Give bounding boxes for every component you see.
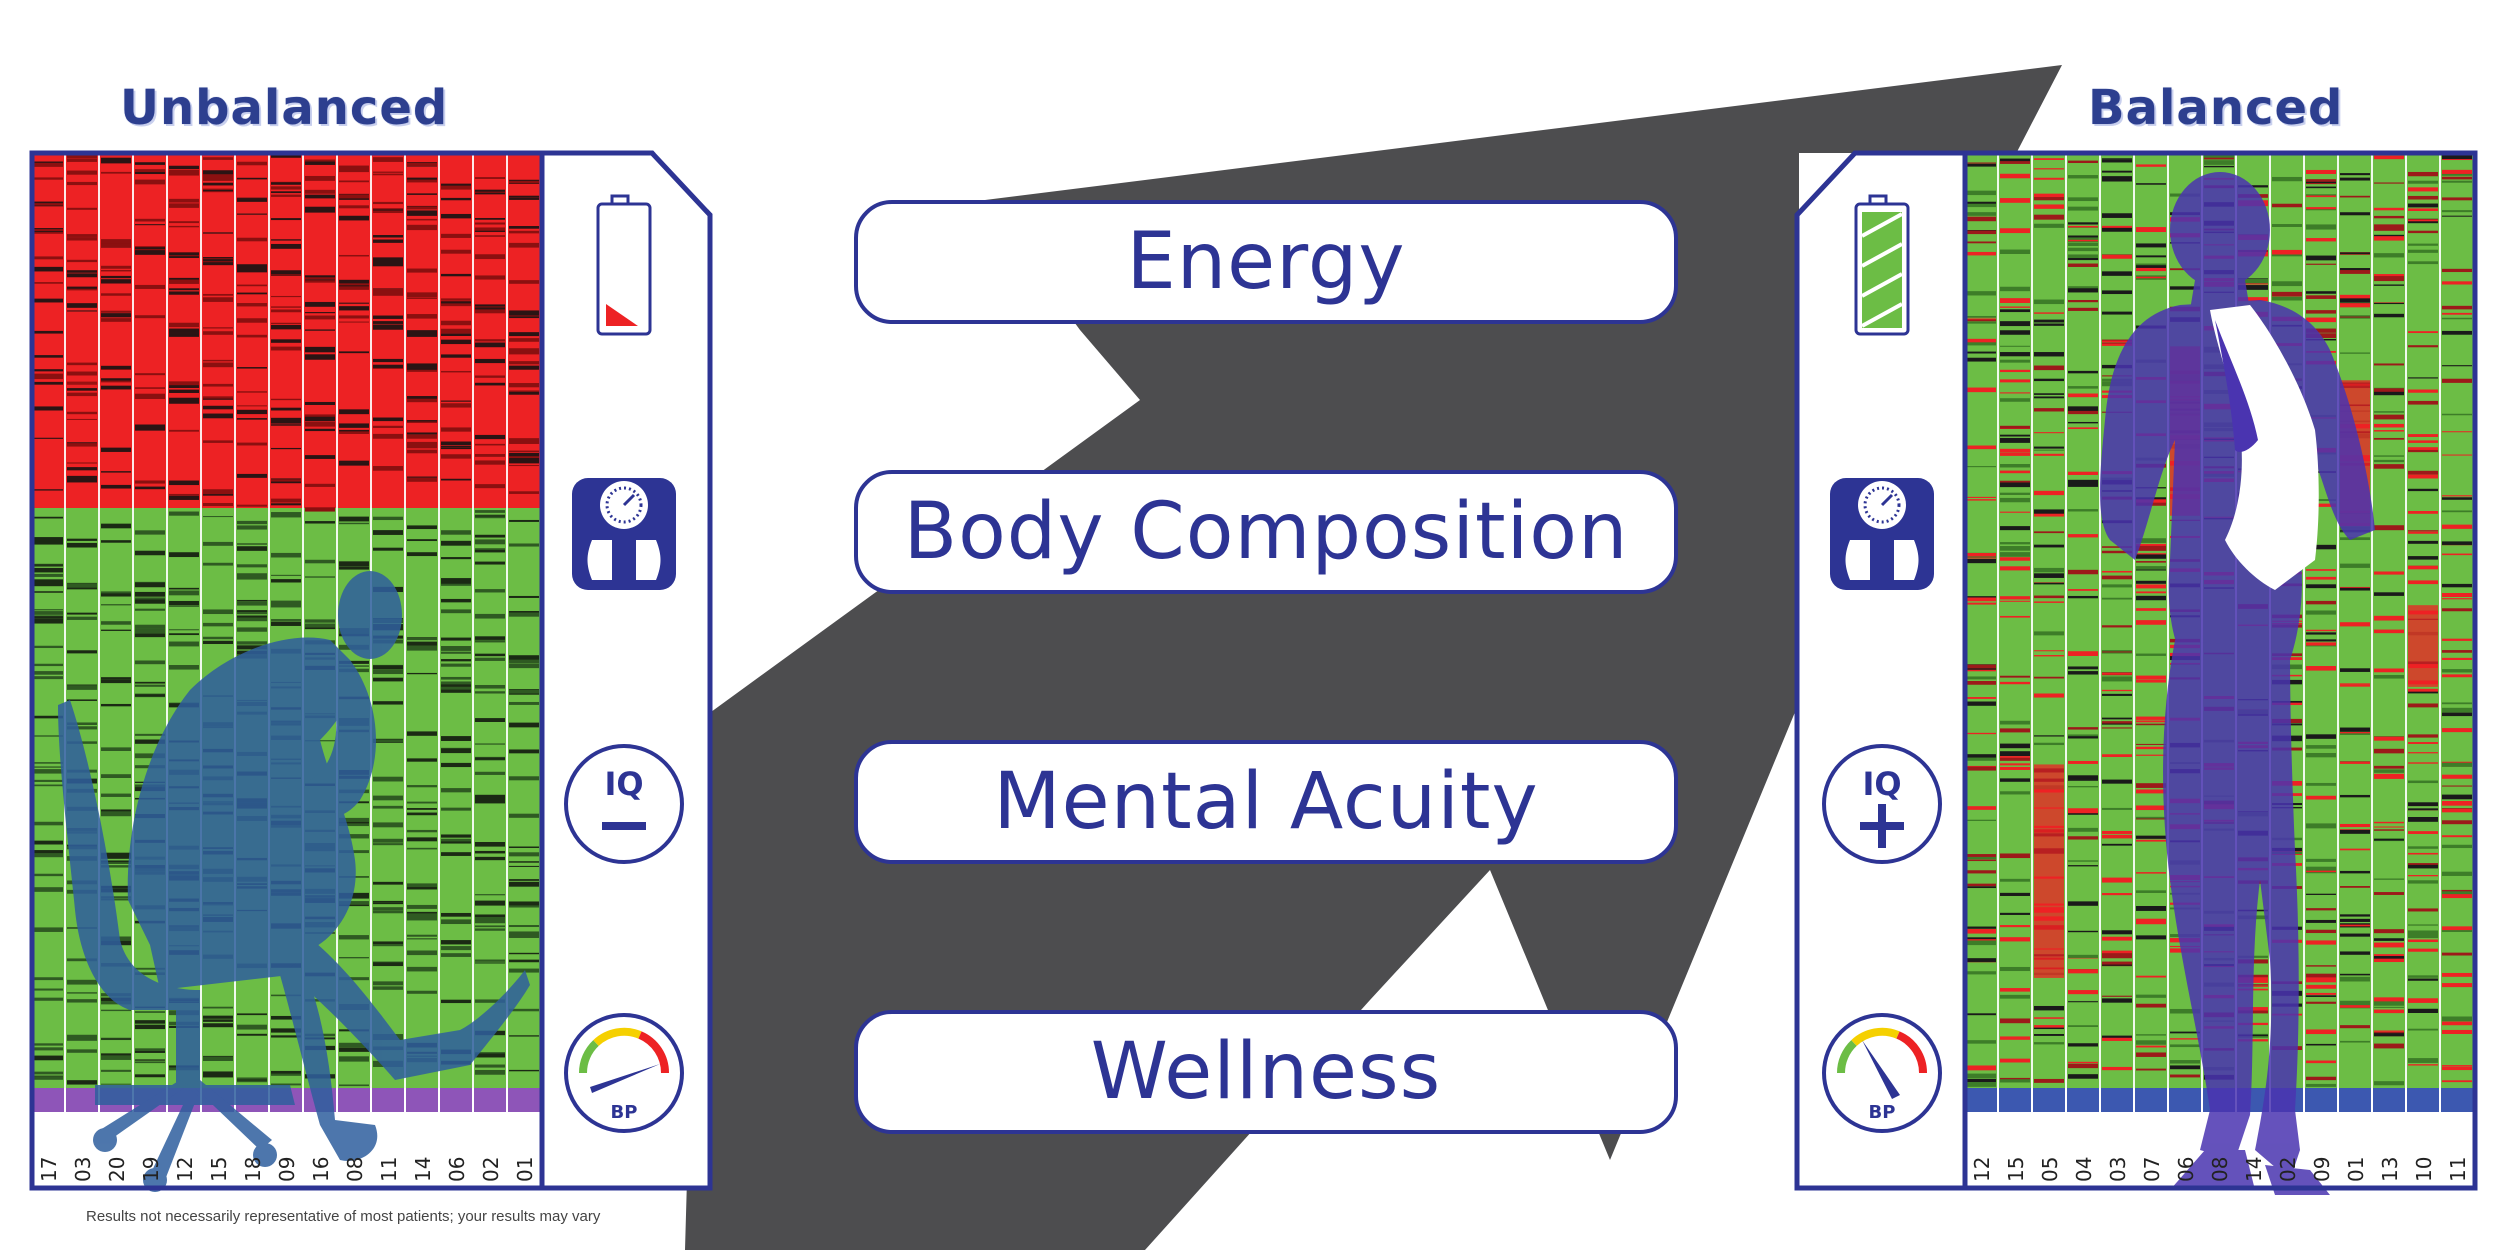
sample-label: 16: [309, 1157, 333, 1182]
unbalanced-title: Unbalanced: [120, 80, 449, 136]
bp-gauge-low-icon: BP: [564, 1013, 684, 1133]
battery-full-icon: [1854, 194, 1910, 336]
sample-label: 19: [139, 1157, 163, 1182]
sample-label: 05: [2038, 1157, 2062, 1182]
sample-label: 06: [2174, 1157, 2198, 1182]
sample-label: 15: [2004, 1157, 2028, 1182]
sample-label: 01: [2344, 1157, 2368, 1182]
iq-minus-icon: IQ: [564, 744, 684, 864]
sample-label: 12: [173, 1157, 197, 1182]
sample-label: 08: [343, 1157, 367, 1182]
sample-label: 02: [2276, 1157, 2300, 1182]
sample-label: 09: [275, 1157, 299, 1182]
sample-label: 20: [105, 1157, 129, 1182]
left-sample-labels: 17 03 20 19 12 15 18 09 16 08 11 14 06 02 01: [37, 1157, 537, 1182]
body-composition-label: Body Composition: [903, 487, 1629, 577]
sample-label: 01: [513, 1157, 537, 1182]
sample-label: 12: [1970, 1157, 1994, 1182]
iq-plus-icon: IQ: [1822, 744, 1942, 864]
sample-label: 15: [207, 1157, 231, 1182]
sample-label: 11: [377, 1157, 401, 1182]
mental-acuity-label: Mental Acuity: [993, 757, 1539, 847]
iq-text: IQ: [604, 765, 643, 803]
sample-label: 13: [2378, 1157, 2402, 1182]
sample-label: 07: [2140, 1157, 2164, 1182]
unbalanced-person-silhouette: [58, 571, 530, 1192]
wellness-label: Wellness: [1090, 1027, 1442, 1117]
right-scale-icon: [1830, 478, 1934, 590]
battery-low-icon: [596, 194, 652, 336]
sample-label: 04: [2072, 1157, 2096, 1182]
balanced-title: Balanced: [2088, 80, 2344, 136]
mental-acuity-label-box: Mental Acuity: [854, 740, 1678, 864]
sample-label: 11: [2446, 1157, 2470, 1182]
sample-label: 08: [2208, 1157, 2232, 1182]
sample-label: 14: [411, 1157, 435, 1182]
left-scale-icon: [572, 478, 676, 590]
body-composition-label-box: Body Composition: [854, 470, 1678, 594]
sample-label: 14: [2242, 1157, 2266, 1182]
bp-text: BP: [1869, 1102, 1896, 1123]
balanced-person-silhouette: [2100, 172, 2375, 1195]
sample-label: 09: [2310, 1157, 2334, 1182]
bp-text: BP: [611, 1102, 638, 1123]
bp-gauge-high-icon: BP: [1822, 1013, 1942, 1133]
sample-label: 02: [479, 1157, 503, 1182]
sample-label: 10: [2412, 1157, 2436, 1182]
wellness-label-box: Wellness: [854, 1010, 1678, 1134]
sample-label: 03: [2106, 1157, 2130, 1182]
energy-label: Energy: [1126, 217, 1406, 307]
connector-band: [685, 65, 2062, 1250]
iq-text: IQ: [1862, 765, 1901, 803]
right-sample-labels: 12 15 05 04 03 07 06 08 14 02 09 01 13 10 11: [1970, 1157, 2470, 1182]
energy-label-box: Energy: [854, 200, 1678, 324]
sample-label: 18: [241, 1157, 265, 1182]
sample-label: 17: [37, 1157, 61, 1182]
disclaimer-footnote: Results not necessarily representative o…: [86, 1208, 601, 1225]
sample-label: 03: [71, 1157, 95, 1182]
sample-label: 06: [445, 1157, 469, 1182]
balanced-person-tie: [2215, 320, 2258, 452]
